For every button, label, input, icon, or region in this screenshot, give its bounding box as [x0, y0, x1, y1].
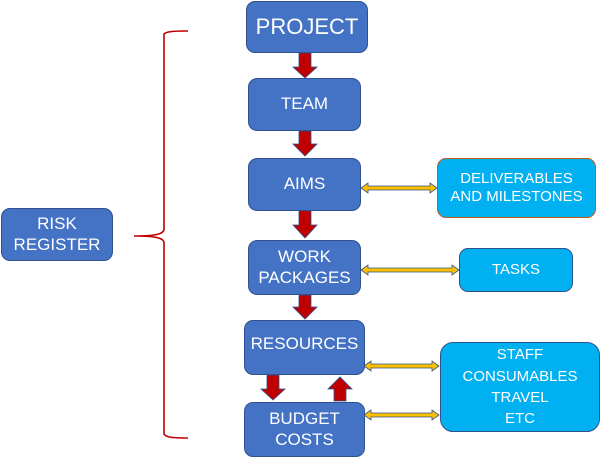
resource-type-consumables: CONSUMABLES [462, 367, 578, 385]
deliverables-line-2: AND MILESTONES [450, 188, 583, 205]
deliverables-box: DELIVERABLES AND MILESTONES [437, 158, 596, 218]
budget-costs-box: BUDGET COSTS [244, 402, 365, 457]
arrow-budget-resources [327, 376, 353, 402]
resources-box: RESOURCES [244, 320, 365, 375]
tasks-label: TASKS [491, 261, 541, 279]
resource-types-box: STAFF CONSUMABLES TRAVEL ETC [440, 342, 600, 432]
arrow-resources-budget [259, 374, 287, 401]
team-box: TEAM [248, 78, 361, 131]
work-packages-line-2: PACKAGES [258, 267, 351, 287]
resources-label: RESOURCES [250, 334, 359, 354]
link-resources-types [363, 360, 440, 372]
team-label: TEAM [280, 94, 329, 114]
budget-costs-line-1: BUDGET [269, 409, 340, 429]
deliverables-line-1: DELIVERABLES [460, 170, 573, 188]
arrow-team-aims [292, 130, 318, 157]
aims-label: AIMS [283, 174, 326, 194]
link-aims-deliverables [360, 182, 438, 194]
work-packages-line-1: WORK [278, 247, 331, 267]
arrow-aims-workpackages [292, 209, 318, 239]
tasks-box: TASKS [459, 248, 573, 292]
risk-register-line-1: RISK [37, 214, 77, 234]
project-label: PROJECT [255, 14, 359, 40]
resource-type-staff: STAFF [496, 346, 544, 364]
risk-register-line-2: REGISTER [13, 234, 101, 254]
budget-costs-line-2: COSTS [275, 429, 334, 449]
work-packages-box: WORK PACKAGES [248, 240, 361, 295]
arrow-workpackages-resources [292, 294, 318, 320]
resource-type-travel: TRAVEL [491, 389, 549, 406]
link-workpackages-tasks [360, 264, 460, 276]
aims-box: AIMS [248, 158, 361, 211]
project-box: PROJECT [246, 1, 368, 53]
link-budget-types [363, 409, 440, 421]
risk-brace [133, 30, 189, 439]
arrow-project-team [291, 52, 319, 79]
resource-type-etc: ETC [505, 410, 535, 428]
risk-register-box: RISK REGISTER [1, 208, 113, 261]
